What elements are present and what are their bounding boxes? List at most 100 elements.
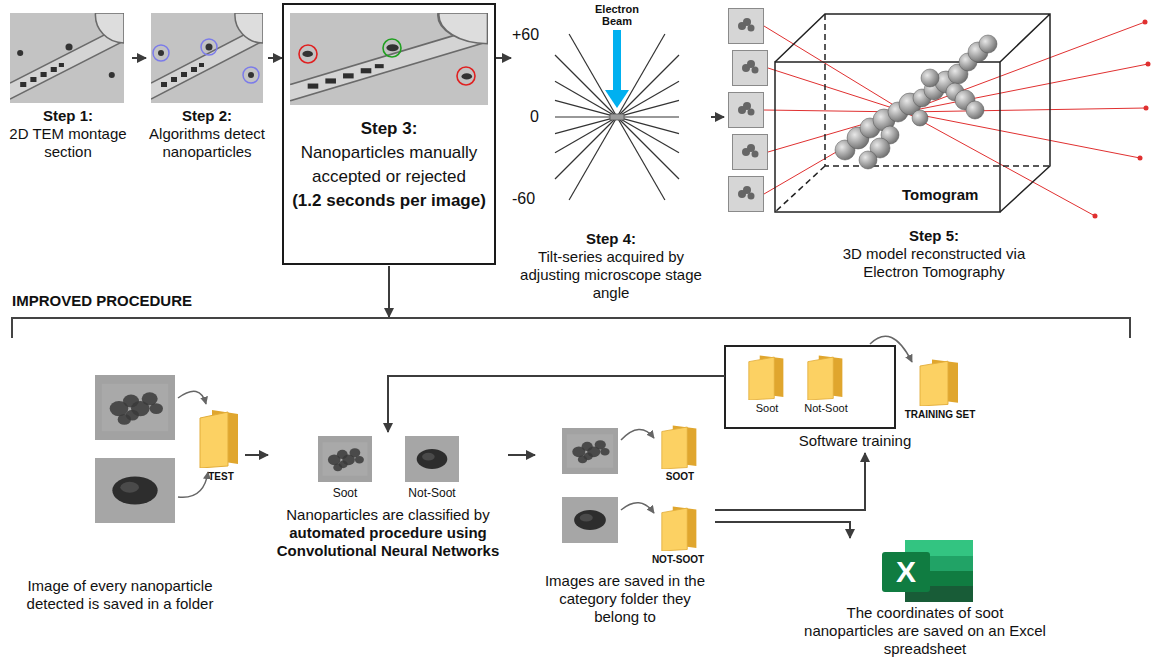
caption-heading: Step 4: bbox=[511, 230, 711, 248]
step-box: Step 3:Nanoparticles manually accepted o… bbox=[282, 3, 496, 265]
primary-particle bbox=[859, 151, 877, 169]
caption-heading: Step 5: bbox=[819, 227, 1049, 245]
class-label: Not-Soot bbox=[398, 486, 466, 500]
ray-dot bbox=[1144, 106, 1149, 111]
ray bbox=[768, 68, 905, 112]
training-frame bbox=[725, 346, 895, 428]
folder-icon bbox=[200, 410, 238, 468]
projection-rays bbox=[764, 22, 1148, 216]
cube bbox=[775, 14, 1050, 212]
folder-icon bbox=[808, 356, 843, 400]
folder-label: SOOT bbox=[650, 471, 710, 483]
caption-text: Nanoparticles are classified by bbox=[268, 506, 508, 524]
flow-arrow bbox=[132, 57, 146, 59]
save-arrow bbox=[178, 472, 208, 497]
caption-heading: (1.2 seconds per image) bbox=[290, 189, 488, 213]
ray-ends bbox=[1093, 20, 1151, 219]
step-group: Step 5:3D model reconstructed via Electr… bbox=[724, 5, 1144, 284]
ray bbox=[764, 26, 905, 112]
caption-text: Tilt-series acquired by adjusting micros… bbox=[511, 248, 711, 302]
caption-heading: Step 1: bbox=[4, 107, 132, 125]
caption-text: Image of every nanoparticle detected is … bbox=[20, 577, 220, 613]
ray bbox=[905, 112, 1140, 158]
detection-circle bbox=[153, 45, 169, 61]
flow-arrow bbox=[245, 454, 268, 456]
save-arrow bbox=[178, 391, 206, 404]
down-arrow bbox=[388, 266, 390, 317]
folder-label: NOT-SOOT bbox=[640, 554, 716, 566]
rejected-circle bbox=[299, 45, 317, 63]
soot-aggregate-3d bbox=[835, 35, 997, 169]
detection-circle bbox=[243, 67, 259, 83]
caption-block: Image of every nanoparticle detected is … bbox=[20, 577, 220, 613]
caption-text: Software training bbox=[725, 432, 985, 450]
section-label: IMPROVED PROCEDURE bbox=[12, 292, 192, 310]
beam-shaft bbox=[613, 30, 621, 92]
caption-text: 2D TEM montage section bbox=[4, 125, 132, 161]
angle-label: +60 bbox=[512, 26, 539, 44]
projection-image bbox=[729, 177, 764, 212]
not-soot-image bbox=[562, 497, 618, 543]
flow-arrow bbox=[508, 454, 535, 456]
primary-particle bbox=[921, 69, 939, 87]
primary-particle bbox=[966, 101, 984, 119]
tem-image bbox=[290, 13, 488, 105]
soot-image bbox=[95, 375, 175, 440]
step-group: Step 2:Algorithms detect nanoparticles bbox=[146, 12, 268, 164]
step-group: Images are saved in the category folder … bbox=[535, 425, 715, 629]
caption-heading: Step 3: bbox=[290, 117, 488, 141]
projection-image bbox=[729, 93, 764, 128]
folder-label: Not-Soot bbox=[796, 402, 856, 415]
caption-block: Step 5:3D model reconstructed via Electr… bbox=[819, 227, 1049, 281]
tem-image bbox=[10, 13, 124, 103]
tilt-line bbox=[555, 81, 679, 153]
flow-arrow bbox=[496, 57, 511, 59]
step-group: Step 1:2D TEM montage section bbox=[4, 12, 132, 164]
class-label: Soot bbox=[318, 486, 372, 500]
soot-image bbox=[562, 428, 618, 474]
folder-icon bbox=[749, 356, 784, 400]
folder-label: TEST bbox=[196, 471, 246, 483]
caption-text: 3D model reconstructed via Electron Tomo… bbox=[819, 245, 1049, 281]
ray bbox=[905, 64, 1148, 112]
caption-text: The coordinates of soot nanoparticles ar… bbox=[800, 604, 1050, 658]
beam-head bbox=[605, 90, 629, 108]
primary-particle bbox=[912, 110, 928, 126]
flow-arrow bbox=[711, 116, 724, 118]
tomogram-label: Tomogram bbox=[900, 186, 980, 204]
folder-icon bbox=[920, 360, 958, 406]
step-group: Software training bbox=[725, 346, 985, 453]
rejected-circle bbox=[457, 67, 475, 85]
folder-icon bbox=[662, 426, 697, 470]
step-group: Image of every nanoparticle detected is … bbox=[20, 372, 245, 616]
save-arrow bbox=[621, 429, 654, 440]
save-arrow bbox=[621, 503, 654, 513]
caption-heading: automated procedure using Convolutional … bbox=[268, 524, 508, 560]
ray bbox=[905, 22, 1145, 112]
cube-edges bbox=[775, 14, 1050, 212]
beam-label: Electron Beam bbox=[582, 3, 652, 27]
flow-arrow bbox=[715, 453, 865, 510]
soot-image bbox=[318, 436, 372, 482]
folder-icon bbox=[662, 507, 697, 551]
excel-letter: X bbox=[882, 552, 930, 592]
step-group: Step 4:Tilt-series acquired by adjusting… bbox=[511, 2, 711, 305]
caption-heading: Step 2: bbox=[146, 107, 268, 125]
projection-image bbox=[733, 51, 768, 86]
flow-arrow bbox=[715, 522, 850, 538]
procedure-bracket bbox=[12, 318, 1130, 338]
sample bbox=[610, 114, 624, 120]
step-group: The coordinates of soot nanoparticles ar… bbox=[800, 538, 1050, 661]
projection-image bbox=[729, 9, 764, 44]
cube-front bbox=[775, 62, 1000, 212]
primary-particle bbox=[979, 35, 997, 53]
flow-arrow bbox=[268, 57, 282, 59]
tem-image bbox=[151, 13, 263, 103]
projection-image bbox=[733, 135, 768, 170]
detection-circle bbox=[201, 39, 217, 55]
ray-dot bbox=[1138, 156, 1143, 161]
folder-label: Soot bbox=[740, 402, 794, 415]
